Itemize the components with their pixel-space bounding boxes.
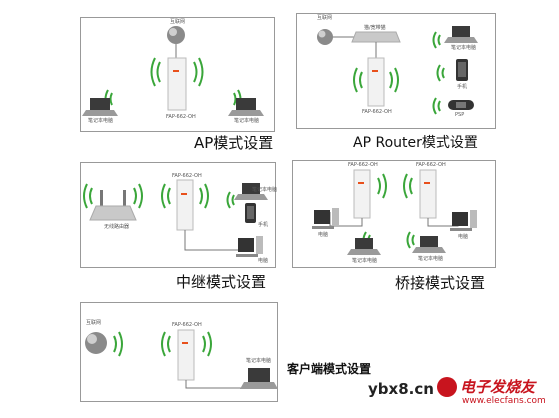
internet-label: 互联网 (86, 320, 102, 326)
internet-label: 互联网 (317, 15, 333, 21)
game-console-icon (448, 100, 474, 110)
laptop-label: 笔记本电脑 (246, 358, 272, 364)
phone-label: 手机 (258, 222, 269, 228)
laptop-label: 笔记本电脑 (88, 118, 114, 124)
laptop-icon (240, 368, 278, 389)
wifi-signal-icon (353, 31, 445, 115)
device-label: FAP-662-OH (416, 162, 446, 168)
desktop-computer-icon (312, 208, 339, 229)
phone-icon (245, 203, 256, 223)
console-label: PSP (455, 112, 465, 118)
laptop-label: 笔记本电脑 (352, 258, 378, 264)
elecfans-logo-icon (437, 377, 457, 397)
access-point-icon (177, 329, 195, 381)
laptop-icon (228, 98, 264, 116)
modem-icon (351, 31, 401, 43)
laptop-label: 笔记本电脑 (234, 118, 260, 124)
laptop-label: 笔记本电脑 (252, 187, 278, 193)
pc-label: 电脑 (458, 234, 469, 240)
laptop-icon (234, 183, 268, 200)
device-label: FAP-662-OH (362, 109, 392, 115)
access-point-icon (367, 57, 385, 107)
bridge-mode-caption: 桥接模式设置 (395, 274, 486, 292)
globe-icon (167, 26, 185, 44)
elecfans-logo-text: 电子发烧友 (460, 378, 536, 396)
elecfans-url: www.elecfans.com (462, 396, 546, 406)
ap-mode-caption: AP模式设置 (194, 134, 274, 152)
device-label: FAP-662-OH (348, 162, 378, 168)
globe-icon (85, 332, 107, 354)
relay-mode-caption: 中继模式设置 (176, 273, 267, 291)
pc-label: 电脑 (258, 258, 269, 264)
site-watermark: ybx8.cn (368, 380, 434, 398)
device-label: FAP-662-OH (172, 173, 202, 179)
pc-label: 电脑 (318, 232, 329, 238)
wifi-signal-icon (113, 331, 212, 357)
laptop-icon (444, 26, 478, 43)
laptop-label: 笔记本电脑 (418, 256, 444, 262)
laptop-icon (347, 238, 381, 255)
wireless-router-icon (89, 190, 137, 221)
client-mode-caption: 客户端模式设置 (287, 362, 372, 376)
router-label: 无线路由器 (104, 224, 130, 230)
desktop-computer-icon (236, 236, 263, 257)
access-point-icon (176, 179, 194, 231)
laptop-icon (412, 236, 446, 253)
desktop-computer-icon (450, 210, 477, 231)
internet-label: 互联网 (170, 19, 186, 25)
laptop-label: 笔记本电脑 (451, 45, 477, 51)
laptop-icon (82, 98, 118, 116)
device-label: FAP-662-OH (172, 322, 202, 328)
ap-router-mode-caption: AP Router模式设置 (353, 135, 478, 151)
modem-label: 猫/宽带猫 (364, 25, 386, 31)
globe-icon (317, 29, 333, 45)
phone-label: 手机 (457, 84, 468, 90)
device-label: FAP-662-OH (166, 114, 196, 120)
phone-icon (456, 59, 468, 81)
wifi-signal-icon (83, 183, 235, 209)
access-point-icon (167, 57, 187, 111)
